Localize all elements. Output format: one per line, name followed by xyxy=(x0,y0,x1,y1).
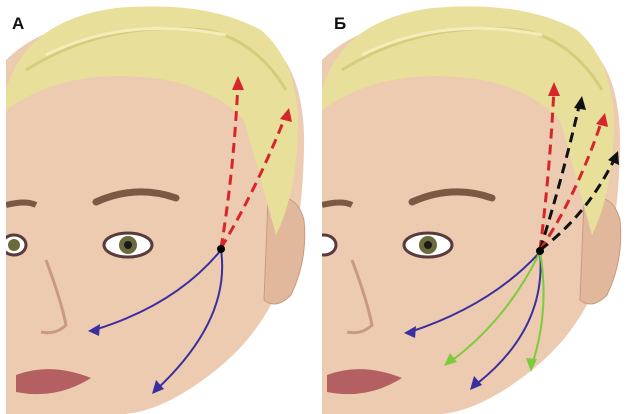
panel-b xyxy=(322,0,627,414)
panel-label-a: А xyxy=(12,14,24,34)
panel-a xyxy=(6,0,311,414)
face-illustration-a xyxy=(6,0,311,414)
face-illustration-b xyxy=(322,0,627,414)
panel-label-b: Б xyxy=(334,14,346,34)
